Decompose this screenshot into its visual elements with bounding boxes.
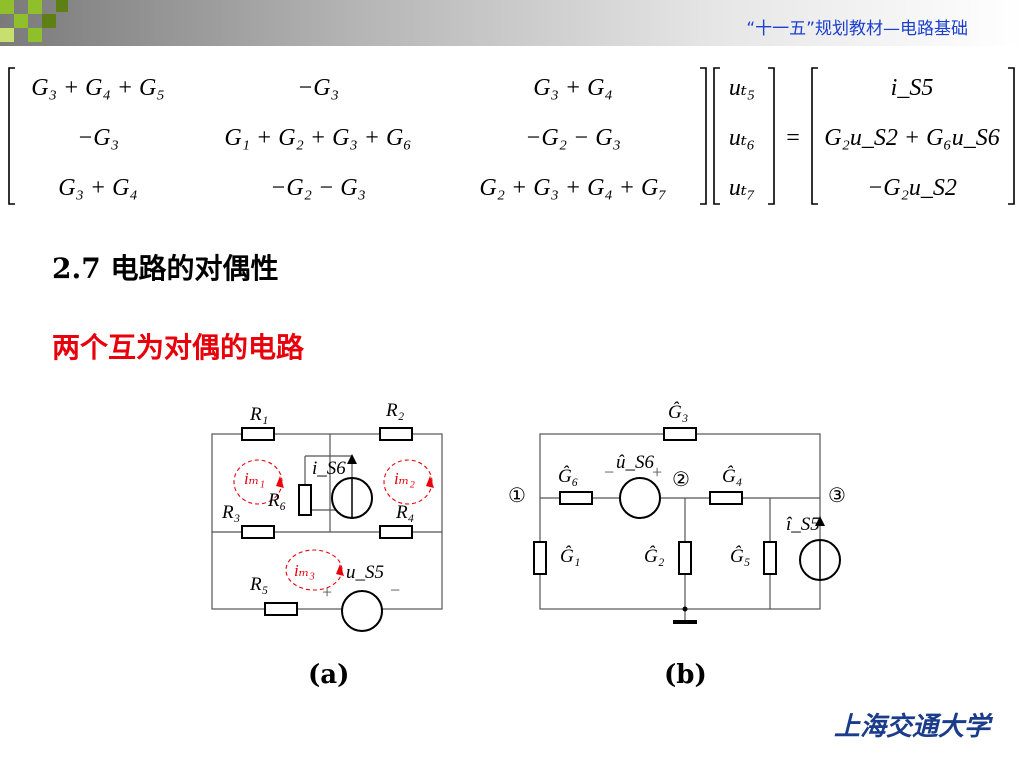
label-im3: iₘ₃ (294, 561, 315, 580)
university-logo: 上海交通大学 (834, 712, 991, 742)
unknown-2: uₜ₆ (729, 125, 755, 151)
label-g1: Ĝ₁ (560, 545, 580, 567)
resistor-r5 (264, 602, 298, 616)
section-heading: 2.7 电路的对偶性 (52, 252, 279, 285)
label-r6: R₆ (267, 490, 286, 511)
circuit-a: R₁ R₂ R₃ R₄ R₅ R₆ i_S6 u_S5 iₘ₁ iₘ₂ iₘ₃ … (211, 400, 443, 632)
node-3: ③ (828, 485, 846, 507)
minus-sign-a: − (390, 580, 400, 600)
label-g2: Ĝ₂ (644, 545, 665, 567)
resistor-r3 (241, 525, 275, 539)
resistor-r6 (298, 484, 312, 516)
conductance-g1 (533, 541, 547, 575)
matrix-cell-2-3: −G₂ − G₃ (525, 125, 621, 151)
label-r3: R₃ (221, 502, 240, 523)
resistor-r2 (379, 427, 413, 441)
header-title: “十一五”规划教材—电路基础 (746, 19, 968, 39)
resistor-r4 (379, 525, 413, 539)
label-us6: û_S6 (616, 452, 655, 473)
matrix-cell-1-3: G₃ + G₄ (533, 75, 613, 101)
conductance-g3 (663, 427, 697, 441)
conductance-g5 (763, 541, 777, 575)
header-decoration (0, 0, 68, 42)
conductance-g4 (709, 491, 743, 505)
rhs-1: i_S5 (891, 75, 934, 101)
caption-b: (b) (664, 660, 707, 690)
label-im2: iₘ₂ (394, 469, 415, 488)
matrix-cell-1-2: −G₃ (297, 75, 339, 101)
subtitle: 两个互为对偶的电路 (52, 331, 305, 364)
matrix-cell-3-1: G₃ + G₄ (58, 175, 138, 201)
label-r2: R₂ (385, 400, 405, 421)
label-r4: R₄ (395, 502, 414, 523)
circuit-b: Ĝ₃ Ĝ₆ Ĝ₄ Ĝ₁ Ĝ₂ Ĝ₅ û_S6 î_S5 ① ② ③ − + (508, 401, 846, 624)
unknown-3: uₜ₇ (729, 175, 755, 201)
matrix-cell-2-1: −G₃ (77, 125, 119, 151)
rhs-3: −G₂u_S2 (867, 175, 957, 201)
conductance-g2 (678, 541, 692, 575)
matrix-cell-1-1: G₃ + G₄ + G₅ (31, 75, 164, 101)
matrix-cell-3-3: G₂ + G₃ + G₄ + G₇ (479, 175, 666, 201)
header-bar (0, 0, 1024, 46)
equals-sign: = (786, 125, 800, 151)
voltage-source-us5 (341, 590, 383, 632)
plus-sign-a: + (322, 582, 332, 602)
label-us5: u_S5 (346, 562, 384, 583)
matrix-cell-2-2: G₁ + G₂ + G₃ + G₆ (224, 125, 411, 151)
conductance-g6 (559, 491, 593, 505)
plus-sign-b: + (652, 462, 662, 482)
unknown-1: uₜ₅ (729, 75, 755, 101)
caption-a: (a) (308, 660, 350, 690)
resistor-r1 (241, 427, 275, 441)
node-1: ① (508, 485, 526, 507)
matrix-equation: G₃ + G₄ + G₅ −G₃ G₃ + G₄ −G₃ G₁ + G₂ + G… (8, 67, 1015, 205)
label-g4: Ĝ₄ (722, 465, 742, 487)
rhs-2: G₂u_S2 + G₆u_S6 (824, 125, 1000, 151)
matrix-cell-3-2: −G₂ − G₃ (270, 175, 366, 201)
label-g5: Ĝ₅ (730, 545, 750, 567)
node-2: ② (672, 469, 690, 491)
voltage-source-us6 (619, 477, 661, 519)
label-g3: Ĝ₃ (668, 401, 688, 423)
label-r5: R₅ (249, 574, 268, 595)
label-g6: Ĝ₆ (558, 465, 578, 487)
label-im1: iₘ₁ (244, 469, 265, 488)
label-is5: î_S5 (786, 514, 820, 535)
label-r1: R₁ (249, 404, 268, 425)
minus-sign-b: − (604, 462, 614, 482)
label-is6: i_S6 (312, 458, 346, 479)
